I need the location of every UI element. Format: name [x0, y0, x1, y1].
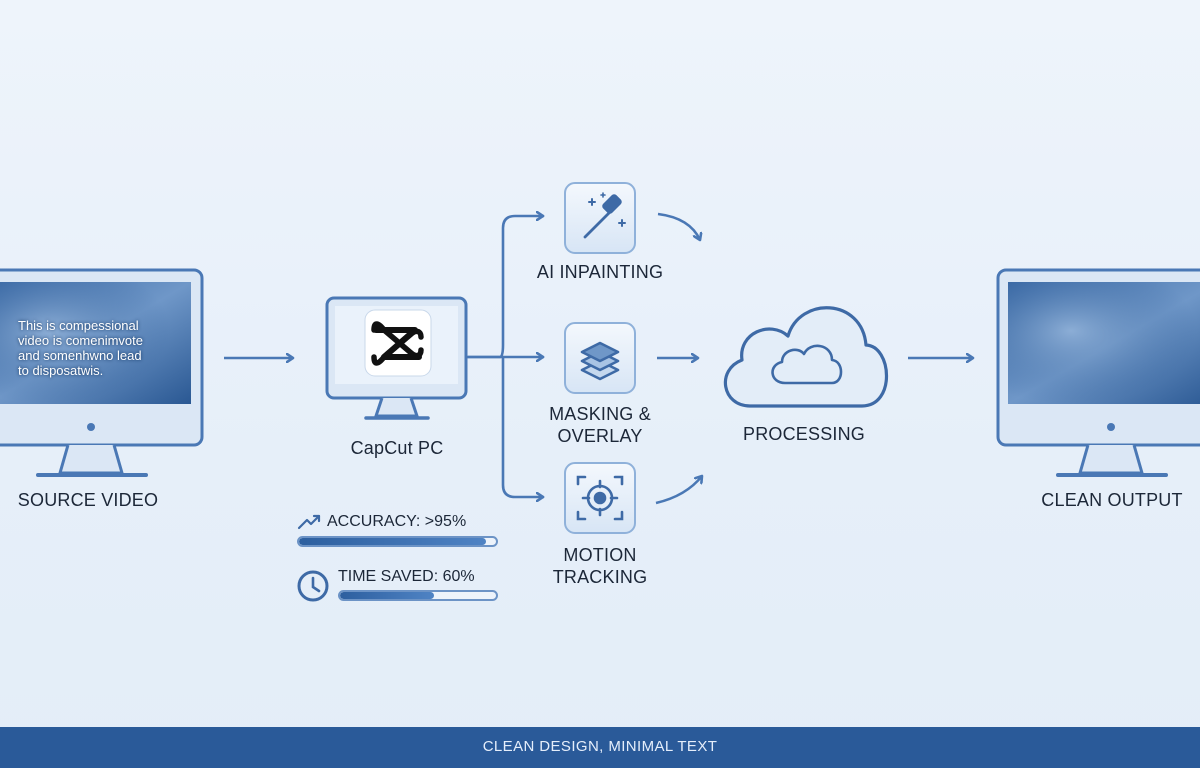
footer-bar: CLEAN DESIGN, MINIMAL TEXT [0, 727, 1200, 768]
time-saved-label: TIME SAVED: 60% [338, 568, 475, 585]
accuracy-label: ACCURACY: >95% [327, 513, 467, 530]
processing-cloud [723, 306, 888, 408]
caption-line: and somenhwno lead [18, 348, 142, 363]
capcut-logo-icon [371, 321, 424, 366]
output-monitor [996, 268, 1200, 477]
caption-line: This is compessional [18, 318, 139, 333]
magic-wand-icon [583, 192, 626, 239]
clean-output-label: CLEAN OUTPUT [1041, 490, 1183, 510]
clock-icon [297, 570, 329, 602]
layers-icon [580, 341, 620, 381]
processing-label: PROCESSING [742, 424, 866, 444]
target-icon [576, 475, 624, 521]
time-saved-bar-fill [340, 592, 434, 599]
arrow-tracking-to-processing [655, 476, 702, 505]
caption-line: to disposatwis. [18, 363, 104, 378]
masking-label-line: MASKING & [549, 404, 651, 424]
inpainting-label: AI INPAINTING [536, 262, 664, 282]
arrow-inpainting-to-processing [657, 212, 700, 240]
caption-line: video is comenimvote [18, 333, 143, 348]
masking-label: MASKING & OVERLAY [549, 403, 651, 447]
source-video-label: SOURCE VIDEO [17, 490, 159, 510]
tracking-label-line: MOTION [563, 545, 637, 565]
accuracy-bar [297, 536, 498, 547]
footer-text: CLEAN DESIGN, MINIMAL TEXT [482, 738, 718, 755]
tracking-label: MOTION TRACKING [553, 544, 648, 588]
masking-label-line: OVERLAY [557, 426, 643, 446]
capcut-label: CapCut PC [350, 438, 444, 458]
tracking-label-line: TRACKING [552, 567, 648, 587]
accuracy-bar-fill [299, 538, 487, 545]
branch-connectors [466, 216, 545, 497]
inpainting-tile [564, 182, 636, 254]
source-screen-caption: This is compessional video is comenimvot… [18, 318, 188, 378]
cloud-icon [771, 344, 843, 385]
trend-up-icon [297, 514, 321, 530]
source-monitor [0, 268, 204, 477]
time-saved-bar [338, 590, 498, 601]
